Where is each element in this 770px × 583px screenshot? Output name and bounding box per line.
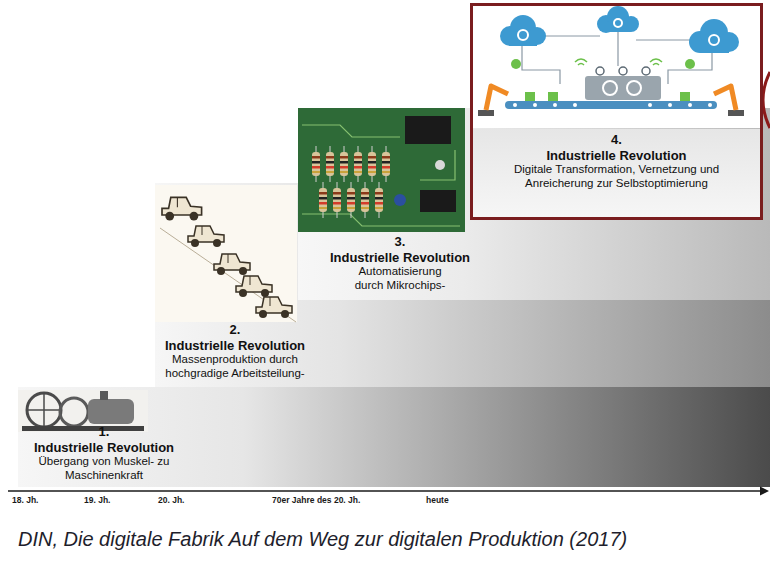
step-heading: Industrielle Revolution xyxy=(18,440,190,456)
illustration-part xyxy=(405,116,451,144)
illustration-part xyxy=(340,146,348,182)
illustration-part xyxy=(347,182,355,218)
illustration-part xyxy=(27,393,61,427)
illustration-part xyxy=(43,393,45,427)
illustration-part xyxy=(256,297,292,318)
illustration-part xyxy=(60,398,88,426)
step-heading: Industrielle Revolution xyxy=(155,338,315,354)
time-label: 70er Jahre des 20. Jh. xyxy=(272,495,360,505)
time-label: heute xyxy=(426,495,449,505)
revolution-step: 2.Industrielle RevolutionMassenproduktio… xyxy=(155,322,315,381)
revolution-step: 3.Industrielle RevolutionAutomatisierung… xyxy=(310,234,490,293)
illustration-part xyxy=(18,390,148,432)
time-label: 18. Jh. xyxy=(12,495,38,505)
illustration-part xyxy=(354,146,362,182)
illustration-part xyxy=(420,190,456,212)
illustration-part xyxy=(394,194,406,206)
illustration-part xyxy=(100,391,108,400)
illustration-part xyxy=(302,125,400,137)
step-description: Digitale Transformation, Vernetzung und … xyxy=(481,163,753,191)
illustration-part xyxy=(435,160,445,170)
car-sketch xyxy=(155,185,297,322)
illustration-part xyxy=(160,228,296,322)
step-heading: Industrielle Revolution xyxy=(310,250,490,266)
illustration-part xyxy=(302,214,460,226)
step-description: Übergang von Muskel- zu Maschinenkraft xyxy=(37,455,172,483)
illustration-part xyxy=(326,146,334,182)
illustration-part xyxy=(214,254,250,275)
step-number: 2. xyxy=(155,322,315,338)
illustration-part xyxy=(368,146,376,182)
step-number: 1. xyxy=(18,424,190,440)
frame-arc xyxy=(763,72,770,128)
illustration-part xyxy=(382,146,390,182)
illustration-part xyxy=(420,150,455,180)
illustration-part xyxy=(298,108,465,232)
illustration-part xyxy=(155,185,297,322)
time-label: 19. Jh. xyxy=(84,495,110,505)
illustration-part xyxy=(375,182,383,218)
illustration-part xyxy=(333,182,341,218)
illustration-part xyxy=(319,182,327,218)
illustration-part xyxy=(88,399,134,424)
source-caption: DIN, Die digitale Fabrik Auf dem Weg zur… xyxy=(18,527,758,552)
illustration-part xyxy=(236,276,272,297)
step-description: Automatisierung durch Mikrochips- xyxy=(344,265,456,293)
illustration-part xyxy=(162,197,202,220)
illustration-part xyxy=(188,226,224,247)
steam-engine xyxy=(18,390,148,432)
illustration-part xyxy=(18,387,770,487)
illustration-part xyxy=(312,146,320,182)
time-label: 20. Jh. xyxy=(158,495,184,505)
step-number: 3. xyxy=(310,234,490,250)
circuit-board xyxy=(298,108,465,232)
step-description: Massenproduktion durch hochgradige Arbei… xyxy=(159,353,311,381)
revolution-step: 4.Industrielle RevolutionDigitale Transf… xyxy=(470,3,763,220)
axis-arrowhead xyxy=(760,487,769,496)
illustration-part xyxy=(361,182,369,218)
revolution-step: 1.Industrielle RevolutionÜbergang von Mu… xyxy=(18,424,190,483)
time-axis xyxy=(8,490,762,492)
step-heading: Industrielle Revolution xyxy=(479,148,754,164)
step-number: 4. xyxy=(479,132,754,148)
illustration-part xyxy=(22,426,144,431)
